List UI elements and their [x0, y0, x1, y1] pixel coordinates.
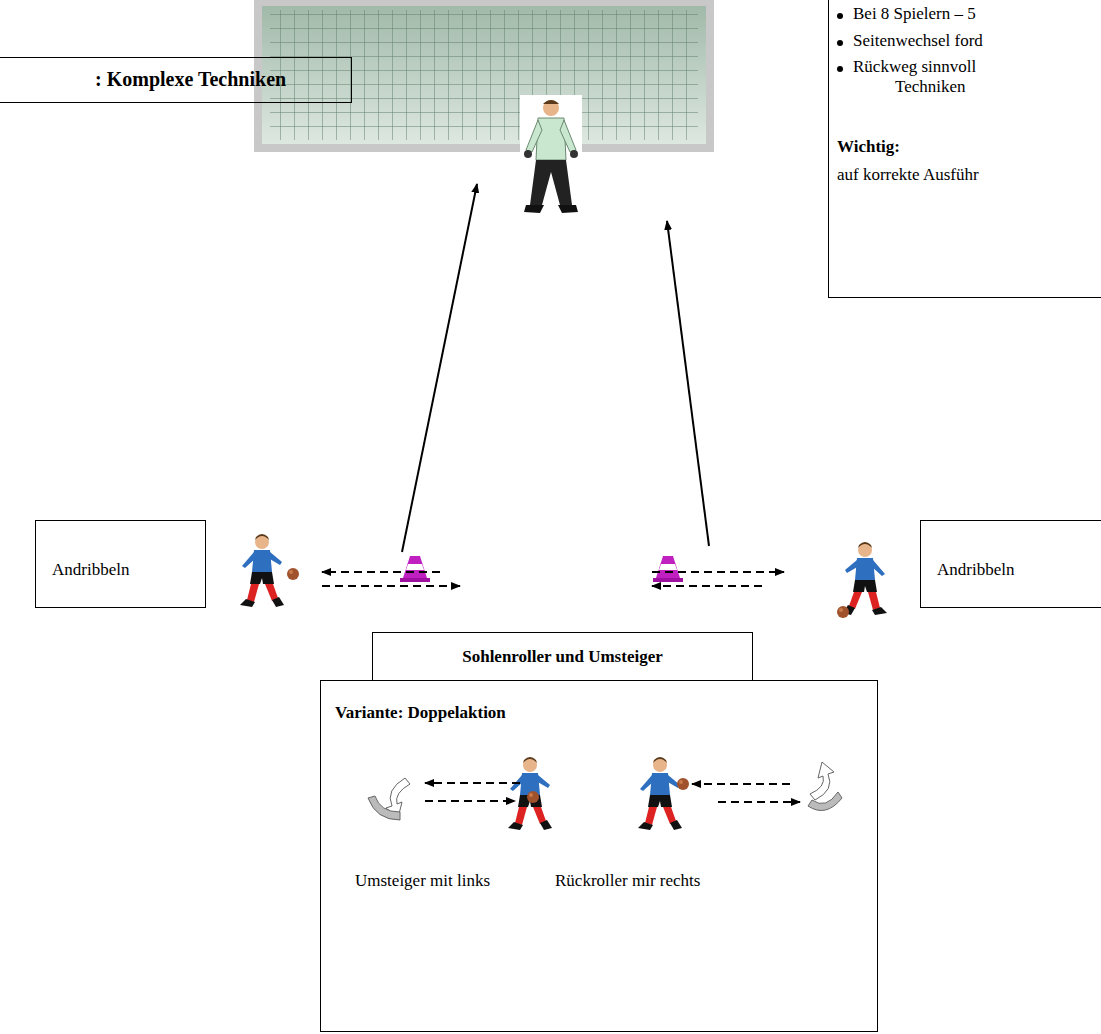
heading-text: Wichtig: — [837, 137, 900, 157]
shot-arrow — [667, 221, 709, 546]
body-text: Bei 8 Spielern – 5 — [853, 4, 976, 24]
player — [508, 757, 552, 830]
start-box: Andribbeln — [920, 520, 1101, 608]
start-box: Andribbeln — [35, 520, 206, 608]
info-box: Bei 8 Spielern – 5 Seitenwechsel fordRück… — [828, 0, 1101, 298]
cone — [400, 556, 430, 582]
variant-box: Variante: DoppelaktionUmsteiger mit link… — [320, 680, 878, 1032]
bullet-dot — [837, 13, 843, 19]
ball — [837, 606, 849, 618]
body-text: Andribbeln — [937, 560, 1014, 580]
shot-arrow — [402, 184, 477, 552]
body-text: Rückweg sinnvoll Techniken — [853, 57, 1043, 96]
heading-text: : Komplexe Techniken — [95, 68, 286, 91]
dribble-arrows — [425, 783, 800, 802]
bullet-dot — [837, 66, 843, 72]
ball — [287, 568, 299, 580]
turn-arrow — [808, 762, 842, 811]
dribble-arrows — [322, 572, 784, 586]
goal-net — [270, 10, 698, 140]
heading-text: Variante: Doppelaktion — [335, 703, 506, 723]
goal-frame — [258, 2, 710, 148]
ball — [527, 791, 539, 803]
goal-net-ground — [258, 2, 710, 148]
bullet-dot — [837, 40, 843, 46]
turn-arrow — [368, 778, 410, 820]
player — [638, 757, 682, 830]
technique-box: Sohlenroller und Umsteiger — [372, 632, 753, 681]
body-text: Andribbeln — [52, 560, 129, 580]
player — [240, 534, 284, 607]
body-text: Rückroller mir rechts — [555, 871, 700, 891]
cone — [653, 556, 683, 582]
body-text: Seitenwechsel ford — [853, 31, 983, 51]
ball — [677, 778, 689, 790]
heading-text: Sohlenroller und Umsteiger — [373, 647, 752, 667]
player — [843, 542, 887, 615]
body-text: Umsteiger mit links — [355, 871, 490, 891]
goalkeeper — [520, 95, 582, 220]
title-box: : Komplexe Techniken — [0, 57, 352, 103]
body-text: auf korrekte Ausführ — [837, 165, 979, 185]
